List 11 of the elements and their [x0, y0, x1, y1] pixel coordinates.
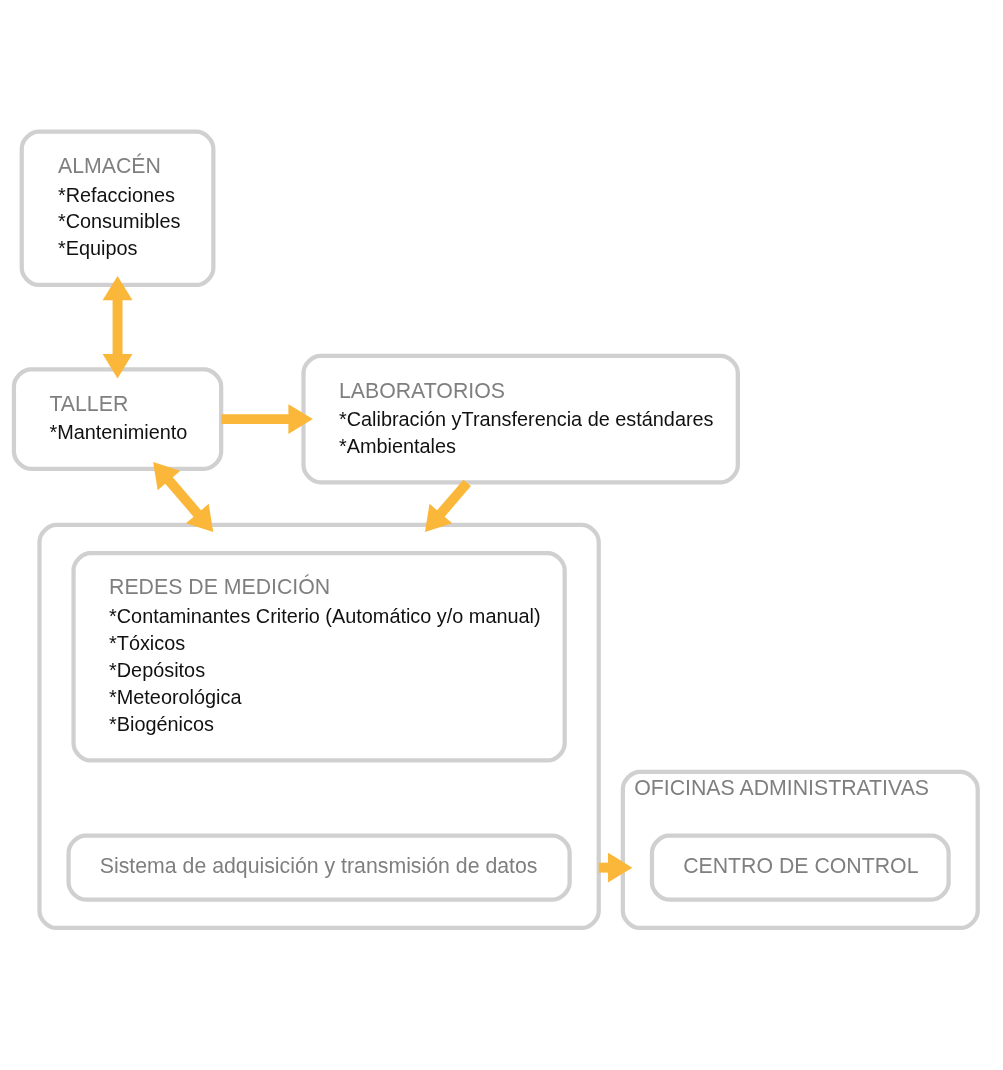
cluster — [37, 522, 601, 930]
node-box: LABORATORIOS *Calibración yTransferencia de estándares *Ambientales — [301, 353, 740, 484]
node-box: TALLER *Mantenimiento — [11, 366, 224, 471]
node-box: CENTRO DE CONTROL — [649, 833, 951, 902]
arrow — [424, 479, 471, 532]
arrow — [153, 461, 214, 532]
node-box: Sistema de adquisición y transmisión de datos — [66, 833, 572, 902]
node-box: ALMACÉN *Refacciones *Consumibles *Equipos — [19, 129, 216, 287]
arrow — [221, 403, 313, 434]
arrow — [102, 275, 133, 378]
node-box: REDES DE MEDICIÓN *Contaminantes Criterio (Automático y/o manual) *Tóxicos *Depósitos *Meteorológica *Biogénicos — [71, 550, 567, 763]
